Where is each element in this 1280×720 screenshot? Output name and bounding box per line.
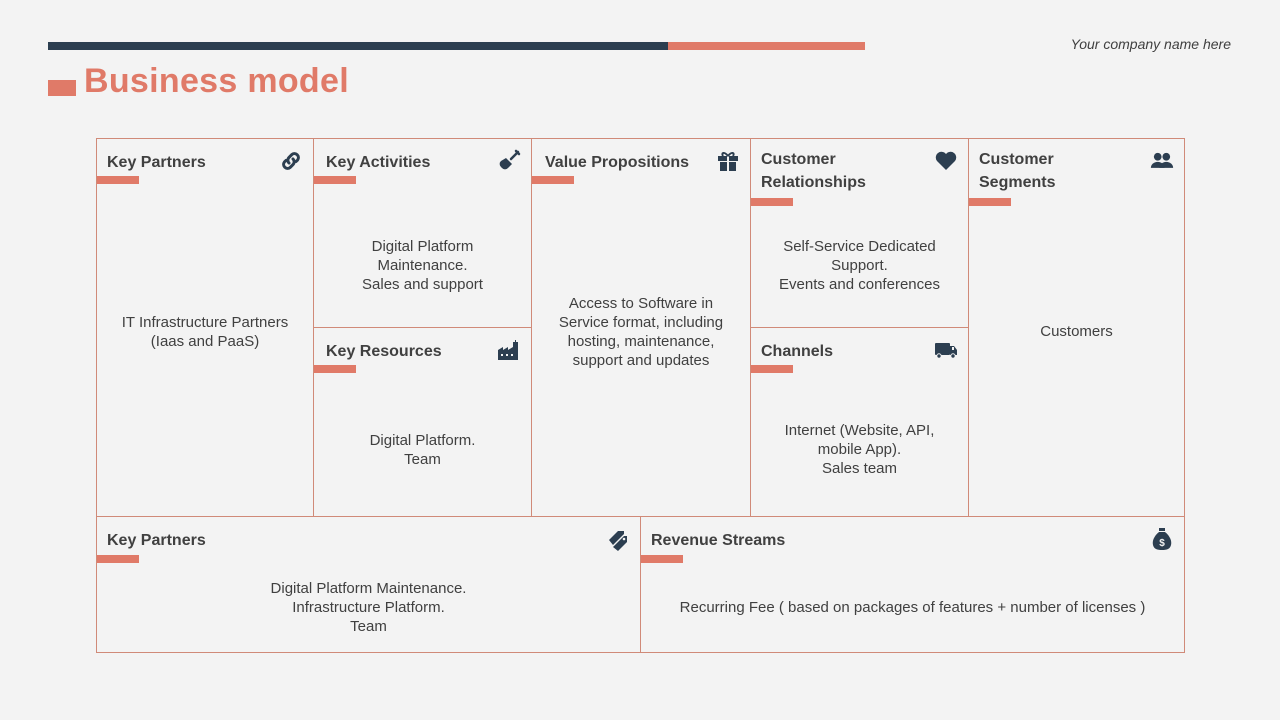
cell-body: Recurring Fee ( based on packages of fea…	[679, 599, 1146, 616]
cell-revenue-streams: Revenue Streams $ Recurring Fee ( based …	[640, 516, 1185, 653]
header-bar-dark	[48, 42, 668, 50]
cell-body: IT Infrastructure Partners (Iaas and Paa…	[121, 314, 289, 350]
cell-customer-segments: Customer Segments Customers	[968, 138, 1185, 517]
link-icon	[279, 149, 303, 173]
cell-key-activities: Key Activities Digital Platform Maintena…	[313, 138, 532, 328]
cell-body: Internet (Website, API, mobile App). Sal…	[784, 422, 935, 477]
cell-title: Customer Relationships	[761, 151, 866, 191]
accent-bar	[97, 555, 139, 563]
cell-cost-structure: Key Partners Digital Platform Maintenanc…	[96, 516, 641, 653]
users-icon	[1150, 149, 1174, 173]
accent-bar	[532, 176, 574, 184]
svg-text:$: $	[1159, 538, 1165, 549]
money-bag-icon: $	[1150, 527, 1174, 551]
cell-body: Access to Software in Service format, in…	[558, 295, 724, 369]
accent-bar	[97, 176, 139, 184]
accent-bar	[641, 555, 683, 563]
cell-title: Key Partners	[107, 532, 206, 549]
truck-icon	[934, 338, 958, 362]
accent-bar	[314, 365, 356, 373]
cell-title: Channels	[761, 343, 834, 360]
header-bar-accent	[668, 42, 865, 50]
accent-bar	[969, 198, 1011, 206]
cell-title: Key Activities	[326, 154, 431, 171]
cell-title: Key Partners	[107, 154, 206, 171]
cell-body: Customers	[1040, 323, 1113, 340]
factory-icon	[497, 338, 521, 362]
cell-value-propositions: Value Propositions Access to Software in…	[531, 138, 751, 517]
accent-bar	[314, 176, 356, 184]
shovel-icon	[497, 149, 521, 173]
heart-icon	[934, 149, 958, 173]
cell-title: Revenue Streams	[651, 532, 786, 549]
cell-body: Self-Service Dedicated Support. Events a…	[779, 238, 940, 293]
cell-title: Key Resources	[326, 343, 442, 360]
cell-title: Value Propositions	[545, 154, 690, 171]
cell-customer-relationships: Customer Relationships Self-Service Dedi…	[750, 138, 969, 328]
accent-bar	[751, 198, 793, 206]
title-marker	[48, 80, 76, 96]
tag-icon	[606, 527, 630, 551]
gift-icon	[716, 149, 740, 173]
company-name: Your company name here	[1070, 36, 1231, 52]
cell-key-resources: Key Resources Digital Platform. Team	[313, 327, 532, 517]
cell-body: Digital Platform Maintenance. Infrastruc…	[270, 580, 467, 635]
page-title: Business model	[84, 62, 349, 100]
cell-body: Digital Platform. Team	[369, 432, 476, 468]
cell-title: Customer Segments	[979, 151, 1056, 191]
cell-body: Digital Platform Maintenance. Sales and …	[362, 238, 483, 293]
cell-channels: Channels Internet (Website, API, mobile …	[750, 327, 969, 517]
accent-bar	[751, 365, 793, 373]
cell-key-partners: Key Partners IT Infrastructure Partners …	[96, 138, 314, 517]
